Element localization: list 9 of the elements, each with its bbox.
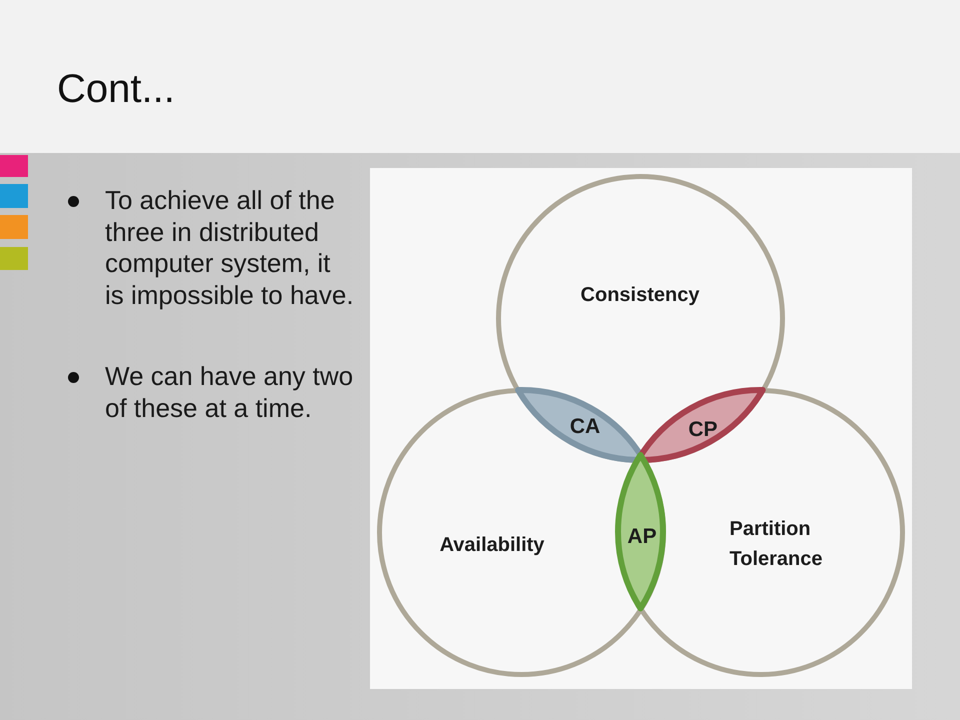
overlap-label: AP [627, 524, 657, 550]
overlap-label: CA [570, 414, 600, 440]
bullet-text: To achieve all of the three in distributed computer system, it is impossible to have. [105, 185, 355, 311]
overlap-label: CP [688, 416, 718, 443]
circle-label: Consistency [580, 283, 700, 308]
slide-title: Cont... [57, 66, 175, 112]
circle-label: Partition Tolerance [730, 517, 822, 572]
circle-label: Availability [440, 533, 544, 558]
bullet-text: We can have any two of these at a time. [105, 361, 354, 424]
